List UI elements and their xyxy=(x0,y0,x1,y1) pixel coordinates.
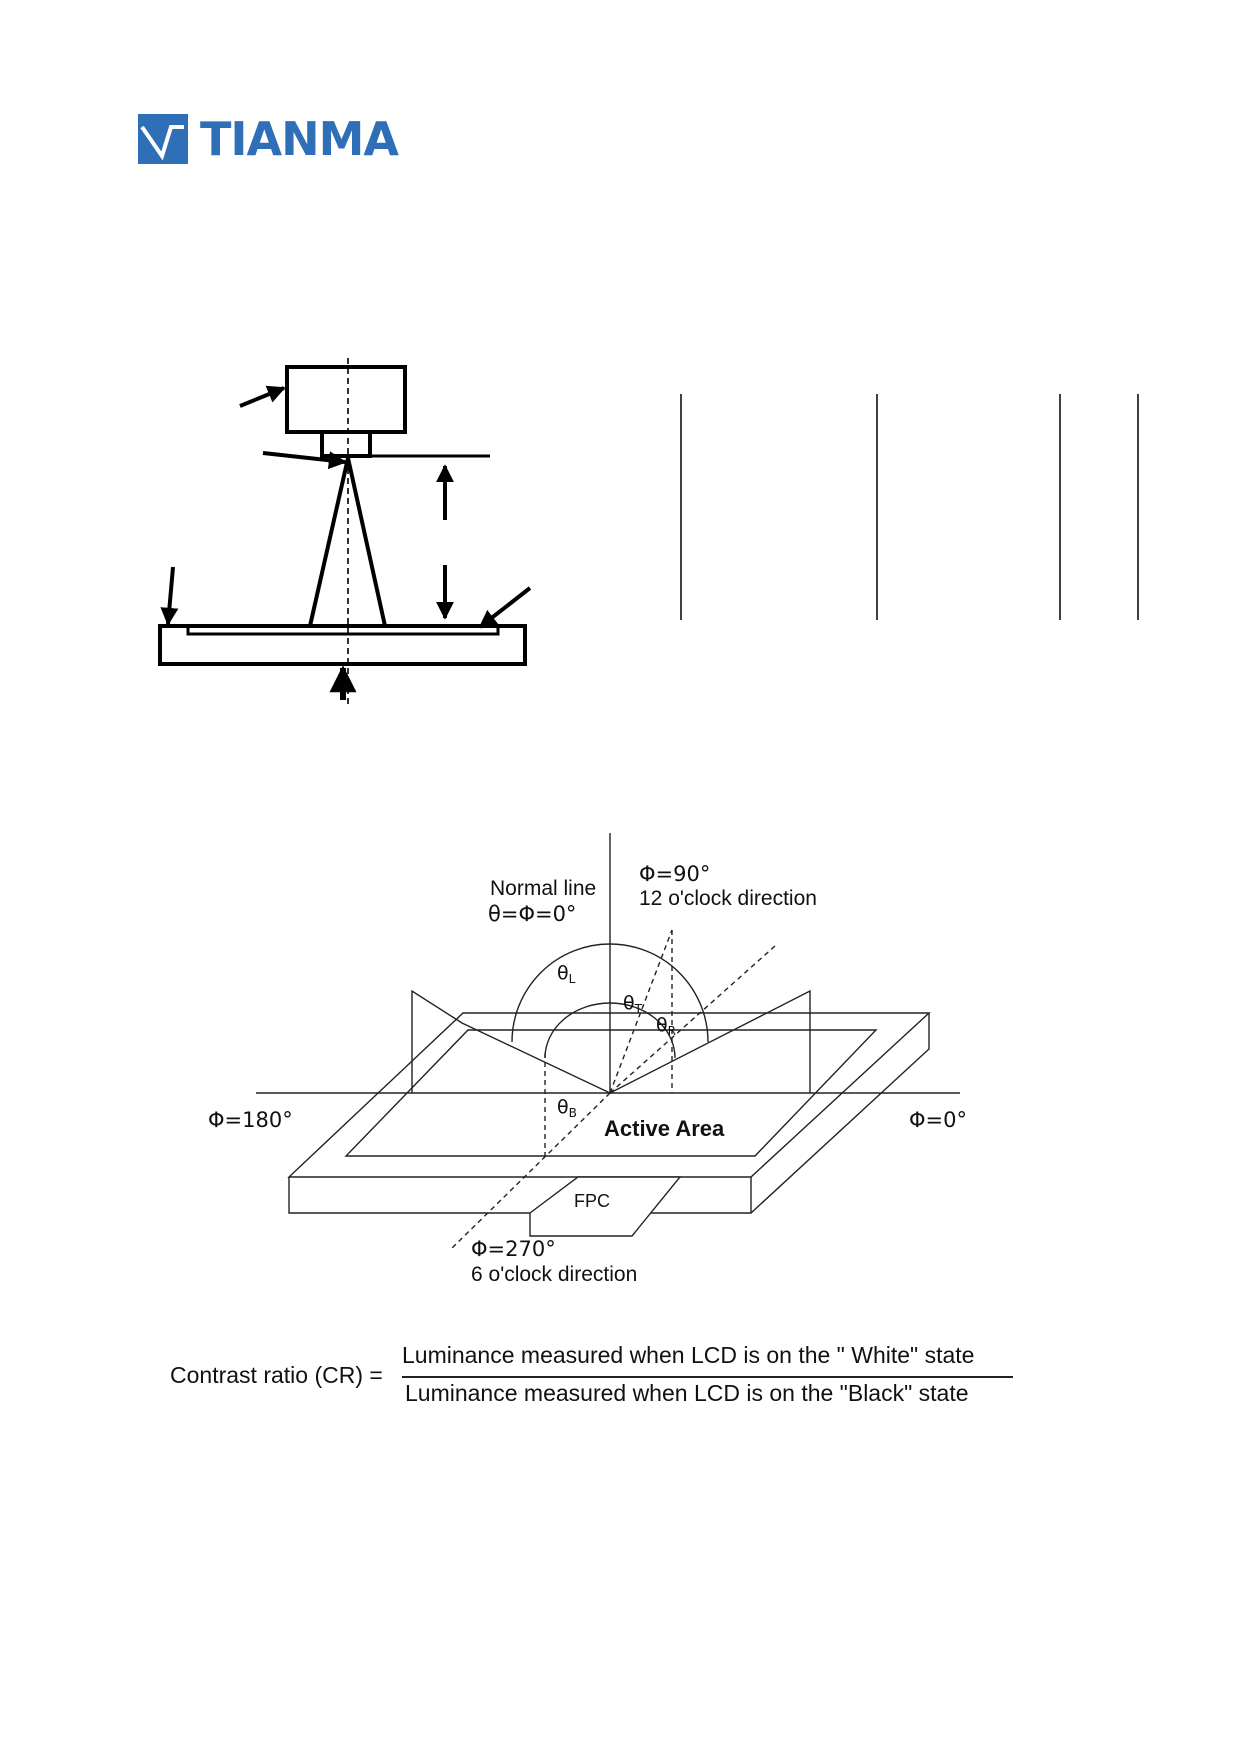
six-oclock-label: 6 o'clock direction xyxy=(471,1263,638,1286)
theta-l-label: θL xyxy=(557,962,576,986)
fpc-tab xyxy=(529,1176,682,1237)
photodetector-box xyxy=(285,365,407,434)
lcd-panel-surface xyxy=(186,624,500,636)
twelve-oclock-label: 12 o'clock direction xyxy=(639,887,817,910)
contrast-ratio-denominator: Luminance measured when LCD is on the "B… xyxy=(405,1380,969,1406)
viewing-angle-diagram xyxy=(256,833,960,1251)
phi-270-dashed-axis xyxy=(449,1092,611,1251)
measurement-setup-diagram xyxy=(158,358,532,705)
theta-b-label: θB xyxy=(557,1096,577,1120)
panel-pointer-arrow xyxy=(478,586,532,629)
logo-v-icon xyxy=(140,125,184,161)
phi-90-dashed-axis xyxy=(609,945,776,1094)
cone-right-line xyxy=(346,457,387,627)
theta-l-arc xyxy=(511,943,709,1043)
phi-180-label: Φ=180° xyxy=(208,1108,293,1132)
table-column-rules xyxy=(680,394,1139,620)
detector-lens xyxy=(320,430,372,458)
cone-left-line xyxy=(308,457,350,627)
phi-0-label: Φ=0° xyxy=(909,1108,967,1132)
brand-name: TIANMA xyxy=(200,112,399,166)
contrast-ratio-numerator: Luminance measured when LCD is on the " … xyxy=(402,1342,975,1368)
theta-r-arc xyxy=(544,1002,676,1059)
theta-r-label: θR xyxy=(656,1014,676,1038)
contrast-ratio-label: Contrast ratio (CR) = xyxy=(170,1362,383,1388)
phi-270-label: Φ=270° xyxy=(471,1237,556,1261)
fraction-bar xyxy=(402,1376,1013,1378)
fpc-label: FPC xyxy=(574,1191,610,1211)
active-area-label: Active Area xyxy=(604,1116,725,1141)
module-pointer-arrow xyxy=(160,566,179,626)
photodetector-pointer-arrow xyxy=(239,385,286,408)
panel-outer-outline xyxy=(287,1012,931,1178)
brand-logo-mark xyxy=(138,114,188,164)
normal-line-label: Normal line xyxy=(490,877,597,900)
theta-t-label: θT xyxy=(623,992,642,1016)
viewing-plane-outline xyxy=(411,989,811,1094)
lcd-module-base xyxy=(158,624,527,666)
normal-angles-label: θ=Φ=0° xyxy=(488,902,577,926)
phi-90-label: Φ=90° xyxy=(639,862,711,886)
lens-pointer-arrow xyxy=(262,451,347,470)
theta-r-dashed-line xyxy=(609,929,673,1094)
active-area-outline xyxy=(344,1029,878,1157)
